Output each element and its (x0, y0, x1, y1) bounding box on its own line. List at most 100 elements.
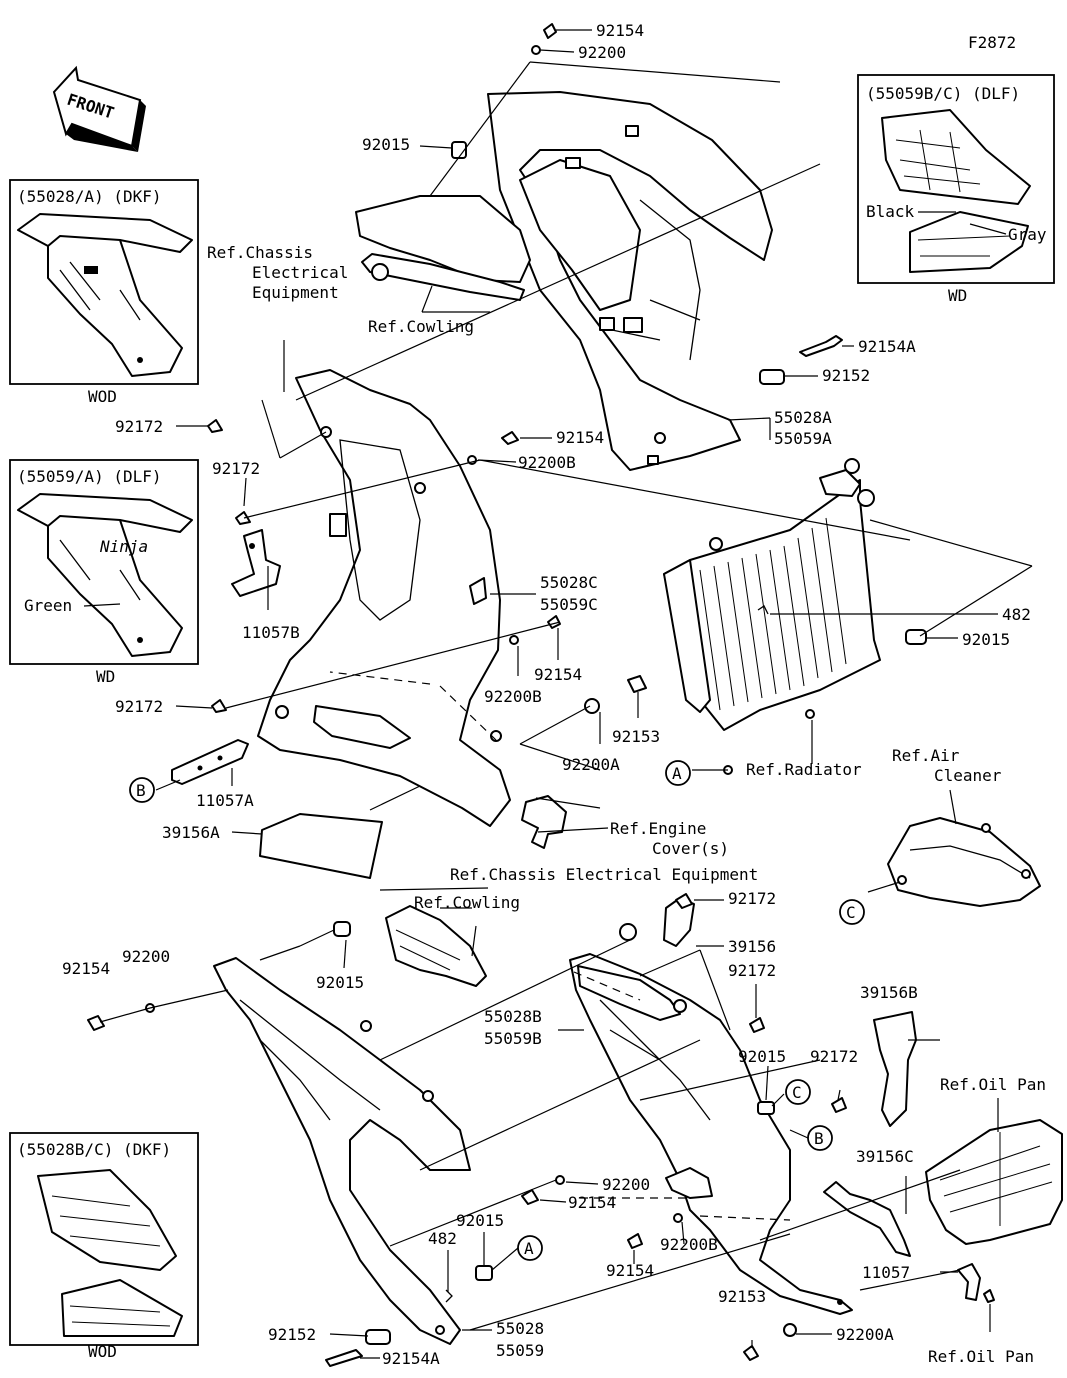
figure-code: F2872 (968, 33, 1016, 52)
part-label: 92015 (962, 630, 1010, 649)
svg-text:A: A (524, 1239, 534, 1258)
inset-footer: WOD (88, 387, 117, 406)
inset-55028a-dkf: (55028/A) (DKF) WOD (9, 179, 199, 406)
inset-footer: WOD (88, 1342, 117, 1361)
ref-air-line1: Ref.Air (892, 746, 960, 765)
inset-55059bc-dlf: (55059B/C) (DLF) Black Gray WD (857, 74, 1055, 305)
sheet-39156a (259, 813, 383, 879)
part-label: 39156A (162, 823, 220, 842)
part-label: 55028B (484, 1007, 542, 1026)
inset-title: (55059B/C) (DLF) (866, 84, 1020, 103)
part-label: 92015 (362, 135, 410, 154)
part-label: 55059B (484, 1029, 542, 1048)
ref-oil-pan-label: Ref.Oil Pan (940, 1075, 1046, 1094)
callout-c: C (785, 1079, 811, 1105)
cowling-lower-piece (385, 905, 487, 987)
part-label: 92200 (602, 1175, 650, 1194)
callouts: A B C A C B (129, 760, 865, 1261)
ref-chassis-line3: Equipment (252, 283, 339, 302)
part-label: 92153 (718, 1287, 766, 1306)
part-label: 92154A (858, 337, 916, 356)
leader-lines (99, 29, 1033, 1359)
part-number-labels: 92154 92200 92015 92154A 92152 55028A 55… (62, 21, 1031, 1368)
bracket-11057 (957, 1263, 981, 1301)
ref-cowling-label: Ref.Cowling (368, 317, 474, 336)
part-label: 55059 (496, 1341, 544, 1360)
part-label: 39156B (860, 983, 918, 1002)
svg-text:B: B (814, 1129, 824, 1148)
part-label: 55028A (774, 408, 832, 427)
part-label: 55059A (774, 429, 832, 448)
inset-55028bc-dkf: (55028B/C) (DKF) WOD (9, 1132, 199, 1361)
callout-b: B (129, 777, 155, 803)
part-label: 92200 (578, 43, 626, 62)
part-label: 39156 (728, 937, 776, 956)
part-label: 92200A (562, 755, 620, 774)
part-label: 92154A (382, 1349, 440, 1368)
ref-radiator-label: Ref.Radiator (746, 760, 862, 779)
inset-title: (55028/A) (DKF) (17, 187, 162, 206)
ref-chassis-line1: Ref.Chassis (207, 243, 313, 262)
engine-cover-bracket (521, 795, 567, 849)
reference-labels: Ref.Chassis Electrical Equipment Ref.Cow… (207, 243, 1046, 1366)
part-label: 92200A (836, 1325, 894, 1344)
svg-text:C: C (792, 1083, 802, 1102)
part-label: 92152 (822, 366, 870, 385)
bracket-11057b (231, 529, 281, 597)
inset-footer: WD (96, 667, 115, 686)
strip-39156c (823, 1181, 911, 1257)
part-label: 11057A (196, 791, 254, 810)
color-note-black: Black (866, 202, 915, 221)
part-label: 39156C (856, 1147, 914, 1166)
bracket-11057a (171, 739, 249, 785)
ref-engine-line1: Ref.Engine (610, 819, 706, 838)
lower-left-fairing (213, 957, 471, 1345)
callout-c: C (839, 899, 865, 925)
middle-side-fairing (257, 369, 511, 827)
strip-39156b (873, 1011, 917, 1127)
part-label: 55059C (540, 595, 598, 614)
part-label: 92154 (62, 959, 110, 978)
callout-a: A (517, 1235, 543, 1261)
part-label: 11057B (242, 623, 300, 642)
part-label: 92015 (738, 1047, 786, 1066)
ref-chassis-line2: Electrical (252, 263, 348, 282)
part-label: 92152 (268, 1325, 316, 1344)
part-label: 92154 (556, 428, 604, 447)
svg-text:Ninja: Ninja (99, 537, 148, 556)
svg-text:C: C (846, 903, 856, 922)
inset-title: (55028B/C) (DKF) (17, 1140, 171, 1159)
part-label: 92172 (115, 417, 163, 436)
part-label: 92154 (606, 1261, 654, 1280)
part-label: 11057 (862, 1263, 910, 1282)
inset-footer: WD (948, 286, 967, 305)
lower-right-fairing (569, 953, 853, 1315)
part-label: 92200B (518, 453, 576, 472)
ref-chassis2-label: Ref.Chassis Electrical Equipment (450, 865, 758, 884)
part-label: 92200B (484, 687, 542, 706)
part-label: 92154 (596, 21, 644, 40)
part-label: 92154 (534, 665, 582, 684)
inset-55059a-dlf: (55059/A) (DLF) Ninja Green WD (9, 459, 199, 686)
part-label: 92172 (728, 961, 776, 980)
part-label: 92172 (810, 1047, 858, 1066)
part-label: 92015 (316, 973, 364, 992)
part-label: 92200B (660, 1235, 718, 1254)
callout-b: B (807, 1125, 833, 1151)
svg-text:A: A (672, 764, 682, 783)
part-label: 92200 (122, 947, 170, 966)
ref-oil-pan-label: Ref.Oil Pan (928, 1347, 1034, 1366)
part-label: 92153 (612, 727, 660, 746)
ref-air-line2: Cleaner (934, 766, 1002, 785)
svg-text:B: B (136, 781, 146, 800)
part-label: 482 (1002, 605, 1031, 624)
upper-cowl (355, 91, 773, 471)
color-note-green: Green (24, 596, 72, 615)
callout-a: A (665, 760, 691, 786)
radiator (663, 458, 881, 775)
part-label: 92172 (115, 697, 163, 716)
part-label: 92172 (212, 459, 260, 478)
front-arrow-icon: FRONT (52, 65, 146, 152)
inset-title: (55059/A) (DLF) (17, 467, 162, 486)
